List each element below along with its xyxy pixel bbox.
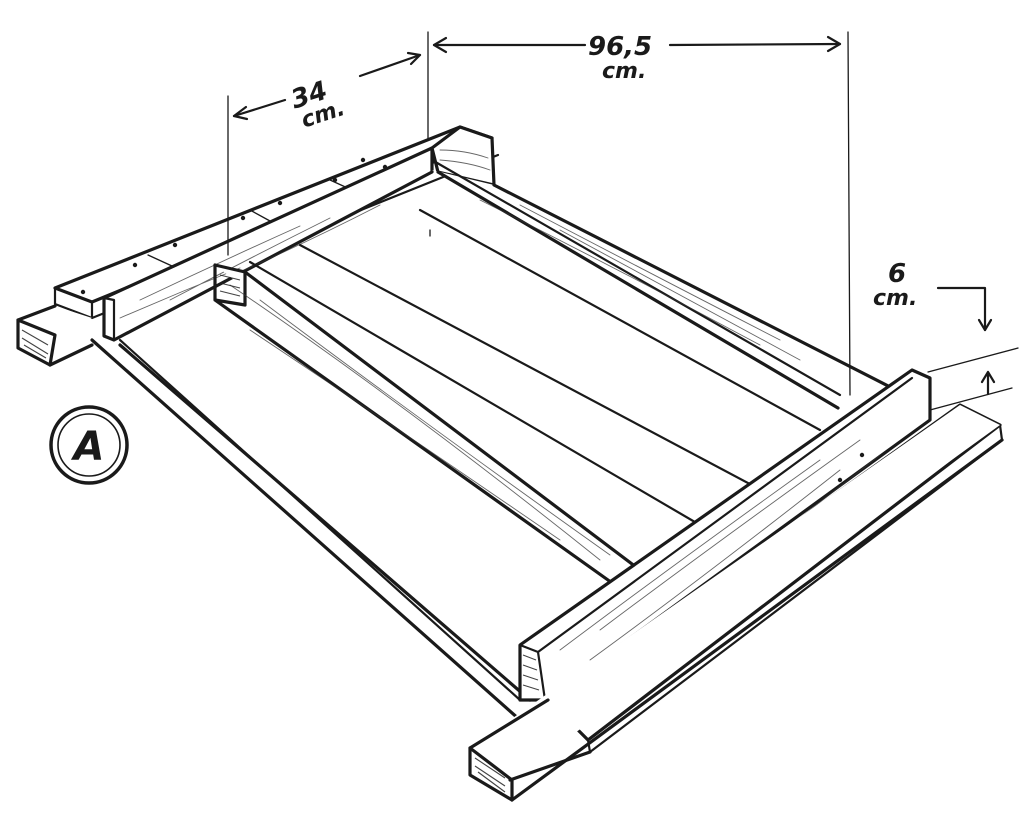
figure-label: A bbox=[71, 424, 105, 470]
height-value: 6 bbox=[888, 259, 906, 289]
outer-left-board bbox=[90, 338, 532, 722]
dimension-height: 6 cm. bbox=[873, 259, 1019, 411]
right-side-rail bbox=[430, 158, 902, 412]
dimension-length: 96,5 cm. bbox=[432, 31, 851, 396]
far-board-nails bbox=[80, 157, 388, 295]
height-unit: cm. bbox=[873, 286, 917, 311]
front-cross-brace bbox=[518, 368, 932, 702]
left-batten-end bbox=[16, 304, 94, 367]
front-batten bbox=[468, 405, 1004, 802]
left-side-rail bbox=[213, 263, 642, 587]
length-unit: cm. bbox=[602, 59, 646, 84]
figure-label-badge: A bbox=[49, 405, 129, 485]
length-value: 96,5 bbox=[588, 32, 652, 62]
back-cross-brace bbox=[102, 125, 496, 342]
floor-slats bbox=[118, 208, 822, 702]
